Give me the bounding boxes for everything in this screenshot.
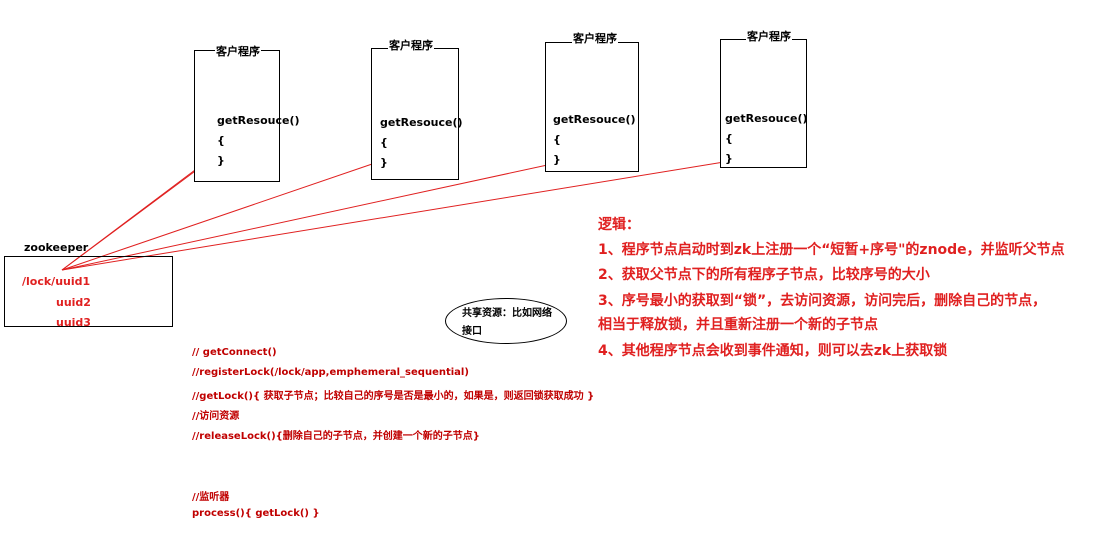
connection-line-4 [61,161,725,271]
shared-resource-ellipse [445,298,567,344]
code-note-7: process(){ getLock() } [192,508,320,519]
connection-line-5 [61,163,204,271]
open-brace: { [217,134,225,147]
close-brace: } [217,154,225,167]
client-program-title-4: 客户程序 [746,28,792,44]
client-program-code-1: getResouce() { } [217,111,300,171]
get-resource-method: getResouce() [380,116,463,129]
client-program-code-4: getResouce() { } [725,109,808,169]
zookeeper-box [4,256,173,327]
client-program-box-1 [194,50,280,182]
shared-resource-line-2: 接口 [462,326,482,337]
client-program-box-3 [545,42,639,172]
logic-step-2: 2、获取父节点下的所有程序子节点，比较序号的大小 [598,267,930,283]
client-program-title-3: 客户程序 [572,30,618,46]
connection-line-3 [61,163,553,271]
close-brace: } [553,153,561,166]
open-brace: { [380,136,388,149]
code-note-5: //releaseLock(){删除自己的子节点，并创建一个新的子节点} [192,431,480,442]
logic-step-3-cont: 相当于释放锁，并且重新注册一个新的子节点 [598,317,878,333]
code-note-1: // getConnect() [192,347,277,358]
get-resource-method: getResouce() [217,114,300,127]
zookeeper-node-3: uuid3 [56,316,91,329]
open-brace: { [553,133,561,146]
client-program-box-4 [720,39,807,168]
shared-resource-line-1: 共享资源：比如网络 [462,308,552,319]
client-program-title-2: 客户程序 [388,37,434,53]
connection-line-2 [61,161,379,271]
get-resource-method: getResouce() [553,113,636,126]
logic-step-1: 1、程序节点启动时到zk上注册一个“短暂+序号"的znode，并监听父节点 [598,242,1065,258]
client-program-code-3: getResouce() { } [553,110,636,170]
code-note-2: //registerLock(/lock/app,emphemeral_sequ… [192,367,469,378]
logic-title: 逻辑： [598,217,640,233]
logic-step-4: 4、其他程序节点会收到事件通知，则可以去zk上获取锁 [598,343,948,359]
close-brace: } [380,156,388,169]
client-program-title-1: 客户程序 [215,43,261,59]
shared-resource-label: 共享资源：比如网络 接口 [462,305,552,341]
code-note-6: //监听器 [192,492,230,503]
get-resource-method: getResouce() [725,112,808,125]
open-brace: { [725,132,733,145]
code-note-3: //getLock(){ 获取子节点；比较自己的序号是否是最小的，如果是，则返回… [192,391,595,402]
zookeeper-node-1: /lock/uuid1 [22,275,91,288]
zookeeper-title: zookeeper [24,241,89,254]
close-brace: } [725,152,733,165]
code-note-4: //访问资源 [192,411,240,422]
client-program-code-2: getResouce() { } [380,113,463,173]
logic-step-3: 3、序号最小的获取到“锁”，去访问资源，访问完后，删除自己的节点， [598,293,1047,309]
zookeeper-node-2: uuid2 [56,296,91,309]
